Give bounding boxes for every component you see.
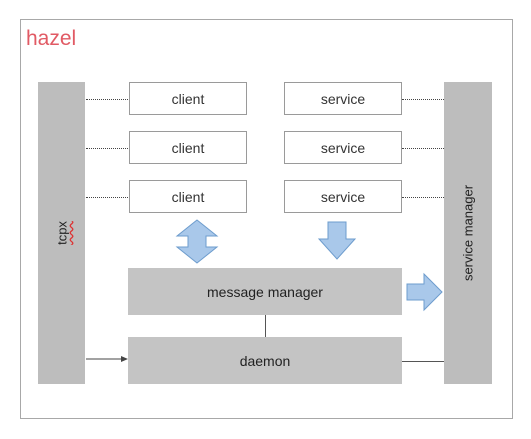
message-manager-label: message manager: [207, 283, 323, 300]
client-box: client: [129, 131, 247, 164]
connector-service-1-manager: [402, 99, 444, 100]
connector-service-3-manager: [402, 197, 444, 198]
client-message-bidirectional-arrow: [175, 219, 219, 264]
connector-message-daemon: [265, 315, 266, 337]
connector-tcpx-client-2: [86, 148, 128, 149]
diagram-title: hazel: [26, 27, 77, 50]
client-box: client: [129, 180, 247, 213]
diagram-frame: [20, 19, 513, 419]
connector-service-2-manager: [402, 148, 444, 149]
client-box: client: [129, 82, 247, 115]
service-box: service: [284, 180, 402, 213]
tcpx-to-daemon-arrow: [86, 356, 128, 362]
connector-daemon-manager: [402, 361, 444, 362]
service-box: service: [284, 82, 402, 115]
service-to-message-down-arrow: [317, 221, 357, 260]
service-manager-bar: service manager: [444, 82, 492, 384]
connector-tcpx-client-1: [86, 99, 128, 100]
tcpx-bar: tcpx: [38, 82, 85, 384]
daemon-label: daemon: [239, 352, 291, 369]
message-to-service-manager-arrow: [406, 272, 443, 312]
message-manager-box: message manager: [128, 268, 402, 315]
service-box: service: [284, 131, 402, 164]
connector-tcpx-client-3: [86, 197, 128, 198]
daemon-box: daemon: [128, 337, 402, 384]
